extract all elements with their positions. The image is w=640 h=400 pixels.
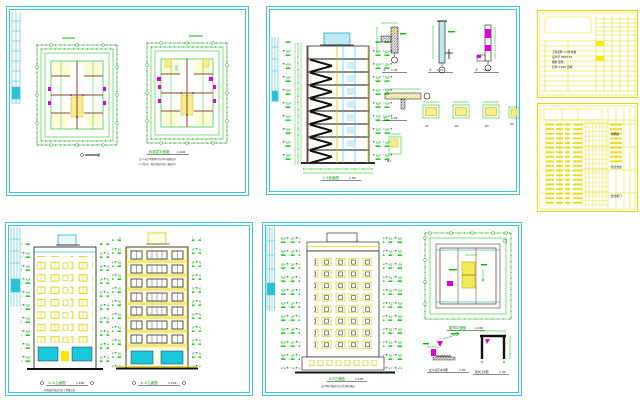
flashing-detail <box>423 332 459 361</box>
plan-caption: 标准层平面图 <box>149 149 170 154</box>
detail-scale-1: 1:25 <box>391 68 398 72</box>
schedule-note-3: 胶合板门 <box>611 194 622 198</box>
gutter-detail-title: 雨水口详图 <box>475 370 489 374</box>
sheet-floor-plans: 标准层平面图 1:100 注:1.未注明墙厚均为240,轴线居中 2.卫生间、阳… <box>6 6 249 196</box>
flashing-detail-scale: 1:20 <box>459 368 466 372</box>
flashing-detail-title: 女儿墙泛水详图 <box>429 368 448 372</box>
floor-plan-right <box>145 35 229 145</box>
floor-plans-drawing: 标准层平面图 1:100 注:1.未注明墙厚均为240,轴线居中 2.卫生间、阳… <box>11 12 229 166</box>
detail-label-1: ① <box>383 68 386 72</box>
plan-caption-scale: 1:100 <box>177 150 185 154</box>
section-mark <box>80 153 100 157</box>
wall-detail-2 <box>432 20 455 74</box>
stair-section <box>282 32 392 174</box>
schedule-table-grid: 塑钢窗 铝合金窗 胶合板门 <box>539 105 636 210</box>
section-scale: 1:50 <box>349 176 356 180</box>
column-sections <box>422 101 519 119</box>
detail-scale-2: 1:25 <box>437 68 444 72</box>
title-strip <box>271 37 279 103</box>
plan-note-1: 注:1.未注明墙厚均为240,轴线居中 <box>139 157 177 161</box>
elevation-front-scale: 1:100 <box>76 381 84 385</box>
elevation-back <box>112 232 201 370</box>
sheet-side-roof: A-E立面图 1:100 未注明外墙面均为白色涂料墙面 屋顶平面图 1:100 <box>262 222 522 396</box>
roof-plan-caption: 屋顶平面图 <box>449 325 467 330</box>
stair-section-drawing: ① 1:25 ② 1:25 ③ 1:25 ④ 1:25 Z1 Z2 Z3 Z4 … <box>271 20 519 181</box>
elevation-side-scale: 1:100 <box>355 377 363 381</box>
detail-label-3: ③ <box>475 68 478 72</box>
elevation-back-caption: ⑨-①立面图 <box>140 380 158 385</box>
elevation-side-caption: A-E立面图 <box>329 376 345 381</box>
column-label-3: Z3 <box>485 124 489 128</box>
schedule-note-1: 塑钢窗 <box>611 132 619 136</box>
title-strip <box>266 227 276 311</box>
detail-scale-4: 1:25 <box>391 116 398 120</box>
title-table-line-4: 比例 1:100 日期 <box>552 65 573 69</box>
sheet-schedule-table: 塑钢窗 铝合金窗 胶合板门 <box>537 103 638 212</box>
roof-plan-scale: 1:100 <box>475 326 483 330</box>
section-caption: 1-1剖面图 <box>323 175 339 180</box>
elevation-side-note: 未注明外墙面均为白色涂料墙面 <box>321 384 355 388</box>
wall-detail-1 <box>376 22 406 64</box>
detail-scale-3: 1:25 <box>483 68 490 72</box>
column-label-2: Z2 <box>455 124 459 128</box>
sheet-title-table: 工程名称 ××住宅楼 设计号 2003-15 图别 建施 比例 1:100 日期 <box>537 10 638 98</box>
plan-note-2: 2.卫生间、阳台地面均低于楼面20 <box>139 162 176 166</box>
small-detail-label: M1 <box>387 159 391 163</box>
schedule-note-2: 铝合金窗 <box>611 165 622 169</box>
sheet-stair-section: ① 1:25 ② 1:25 ③ 1:25 ④ 1:25 Z1 Z2 Z3 Z4 … <box>266 6 520 195</box>
detail-label-4: ④ <box>383 116 386 120</box>
roof-plan <box>423 231 512 320</box>
elevation-back-scale: 1:100 <box>168 381 176 385</box>
elevation-front-caption: ①-⑨立面图 <box>48 380 66 385</box>
elevations-drawing: ①-⑨立面图 1:100 外墙面砖做法详见工程做法表 ⑨-①立面图 1:100 <box>10 227 201 392</box>
gutter-detail <box>480 330 511 364</box>
elevation-front-note: 外墙面砖做法详见工程做法表 <box>44 388 76 392</box>
title-table-grid: 工程名称 ××住宅楼 设计号 2003-15 图别 建施 比例 1:100 日期 <box>539 12 636 96</box>
title-table-line-1: 工程名称 ××住宅楼 <box>552 50 576 54</box>
detail-label-2: ② <box>429 68 432 72</box>
title-table-line-2: 设计号 2003-15 <box>552 55 572 59</box>
wall-detail-3 <box>476 24 496 72</box>
floor-plan-left <box>35 37 119 147</box>
side-roof-drawing: A-E立面图 1:100 未注明外墙面均为白色涂料墙面 屋顶平面图 1:100 <box>266 227 512 388</box>
sheet-elevations: ①-⑨立面图 1:100 外墙面砖做法详见工程做法表 ⑨-①立面图 1:100 <box>5 222 253 396</box>
small-detail <box>388 133 402 155</box>
title-strip <box>11 12 21 104</box>
elevation-side <box>281 232 402 374</box>
gutter-detail-scale: 1:20 <box>499 370 506 374</box>
title-table-line-3: 图别 建施 <box>552 60 564 64</box>
wall-detail-4 <box>384 88 431 110</box>
column-label-1: Z1 <box>425 124 429 128</box>
elevation-front <box>21 234 109 370</box>
title-strip <box>10 227 21 307</box>
column-label-4: Z4 <box>510 122 514 126</box>
